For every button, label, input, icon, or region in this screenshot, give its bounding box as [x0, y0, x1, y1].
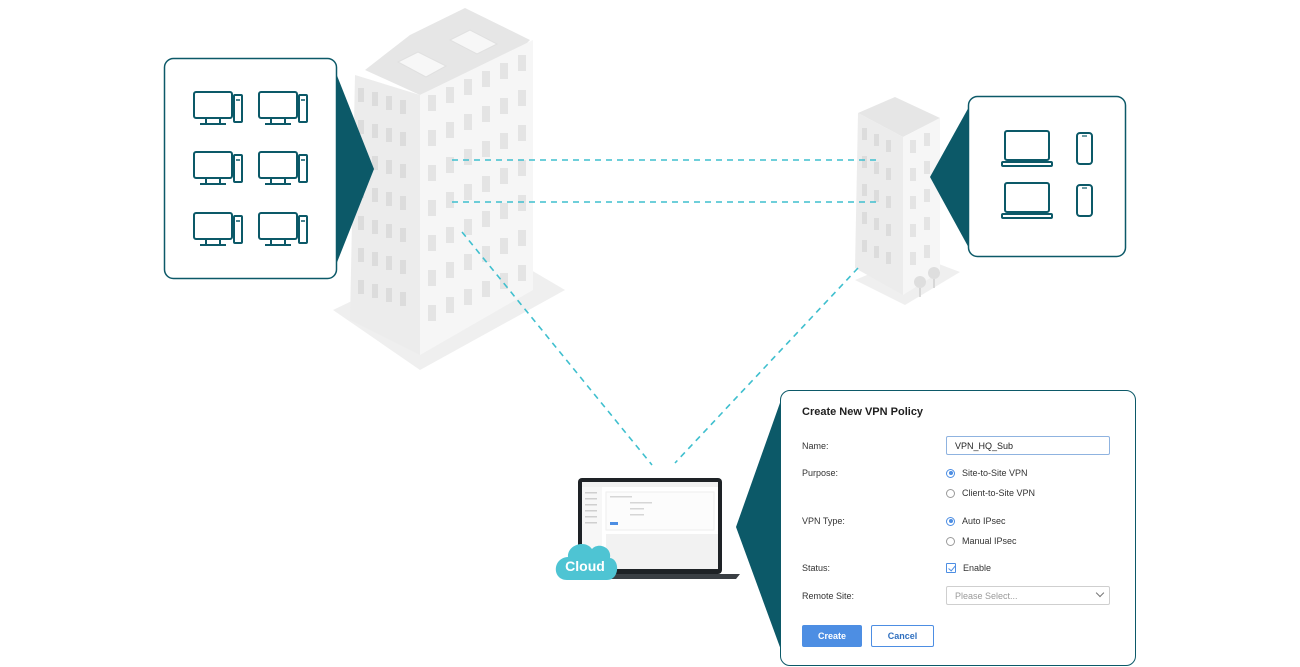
status-enable-toggle[interactable]: Enable: [946, 562, 991, 574]
create-button[interactable]: Create: [802, 625, 862, 647]
vpn-type-option-label: Manual IPsec: [962, 536, 1017, 546]
cloud-icon: [555, 543, 618, 580]
vpn-policy-form: Create New VPN Policy Name: VPN_HQ_Sub P…: [780, 390, 1136, 666]
vpn-links: [452, 159, 880, 466]
vpn-type-label: VPN Type:: [802, 516, 845, 526]
status-label: Status:: [802, 563, 831, 573]
status-option-label: Enable: [963, 563, 992, 573]
remote-site-label: Remote Site:: [802, 591, 855, 601]
form-pointer: [736, 400, 781, 650]
vpn-type-option-auto-ipsec[interactable]: Auto IPsec: [946, 515, 1006, 527]
purpose-option-client-to-site[interactable]: Client-to-Site VPN: [946, 487, 1035, 499]
radio-unselected-icon[interactable]: [946, 488, 955, 498]
purpose-option-label: Site-to-Site VPN: [962, 468, 1028, 478]
remote-site-select[interactable]: Please Select...: [946, 586, 1110, 605]
form-title: Create New VPN Policy: [802, 406, 924, 418]
hq-building: [333, 8, 565, 370]
radio-unselected-icon[interactable]: [946, 536, 955, 546]
cloud-link-branch: [674, 267, 859, 464]
branch-building: [855, 97, 960, 305]
radio-selected-icon[interactable]: [946, 468, 955, 478]
purpose-option-site-to-site[interactable]: Site-to-Site VPN: [946, 467, 1028, 479]
vpn-type-option-label: Auto IPsec: [962, 516, 1006, 526]
purpose-option-label: Client-to-Site VPN: [962, 488, 1036, 498]
radio-selected-icon[interactable]: [946, 516, 955, 526]
cloud-link-hq: [461, 231, 653, 466]
cancel-button[interactable]: Cancel: [871, 625, 934, 647]
chevron-down-icon: [1095, 588, 1105, 598]
name-label: Name:: [802, 441, 829, 451]
checkbox-checked-icon[interactable]: [946, 563, 956, 573]
remote-site-placeholder: Please Select...: [955, 591, 1018, 601]
branch-devices-panel: [930, 95, 1127, 258]
controller-laptop: [560, 478, 740, 579]
cloud-label: Cloud: [565, 558, 605, 574]
hq-devices-panel: [163, 57, 374, 280]
vpn-type-option-manual-ipsec[interactable]: Manual IPsec: [946, 535, 1017, 547]
purpose-label: Purpose:: [802, 468, 839, 478]
name-input[interactable]: VPN_HQ_Sub: [946, 436, 1110, 455]
